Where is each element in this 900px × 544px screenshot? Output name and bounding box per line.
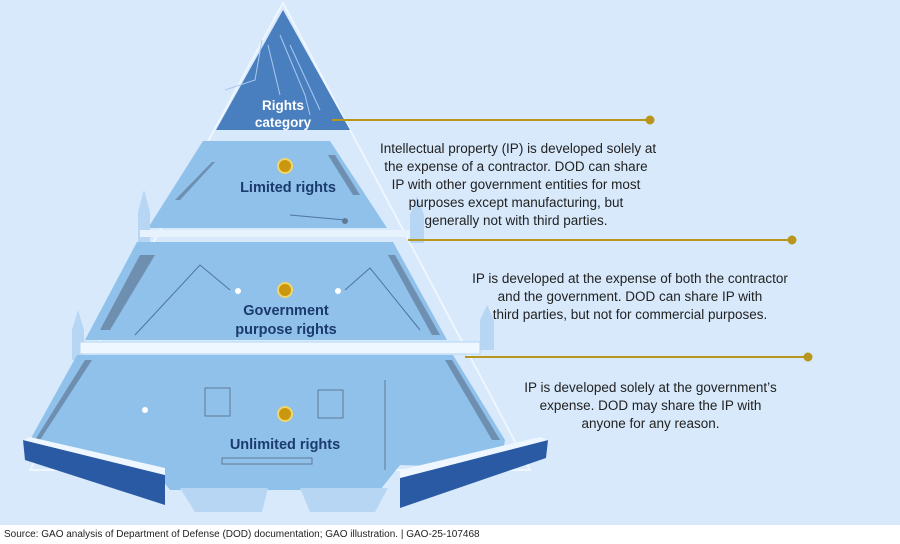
description-line: Intellectual property (IP) is developed … <box>380 141 657 156</box>
source-note: Source: GAO analysis of Department of De… <box>4 529 480 540</box>
tier-limited <box>148 141 387 228</box>
tier-unlimited <box>30 355 505 490</box>
diagram-canvas: Rights category Limited rights Governmen… <box>0 0 900 525</box>
description-line: expense. DOD may share the IP with <box>539 398 762 413</box>
tier-label-government: Government purpose rights <box>186 302 386 340</box>
gold-markers <box>277 158 293 422</box>
tier-label-unlimited: Unlimited rights <box>185 436 385 455</box>
description-line: the expense of a contractor. DOD can sha… <box>384 159 648 174</box>
description-unlimited: IP is developed solely at the government… <box>513 379 788 433</box>
tier-label-line: Unlimited rights <box>229 437 341 453</box>
description-line: purposes except manufacturing, but <box>408 195 624 210</box>
description-line: generally not with third parties. <box>424 213 608 228</box>
tier-label-line: Government <box>243 303 329 319</box>
description-line: anyone for any reason. <box>581 416 720 431</box>
apex-label-line: Rights <box>262 98 304 113</box>
tier-label-limited: Limited rights <box>188 179 388 198</box>
description-limited: Intellectual property (IP) is developed … <box>380 140 657 230</box>
description-government: IP is developed at the expense of both t… <box>455 270 805 324</box>
base-wing-left <box>23 440 165 505</box>
tier-marker-icon <box>277 406 293 422</box>
circuit-lines <box>224 34 321 116</box>
pyramid-graphic <box>23 0 813 512</box>
description-line: IP is developed at the expense of both t… <box>472 271 788 286</box>
tier-marker-icon <box>277 158 293 174</box>
tier-marker-icon <box>277 282 293 298</box>
apex-triangle <box>216 10 350 130</box>
description-line: IP is developed solely at the government… <box>524 380 777 395</box>
description-line: and the government. DOD can share IP wit… <box>497 289 763 304</box>
description-line: IP with other government entities for mo… <box>391 177 641 192</box>
tier-label-line: Limited rights <box>240 180 336 196</box>
tier-government-purpose <box>85 242 447 340</box>
base-wing-right <box>400 440 548 508</box>
description-line: third parties, but not for commercial pu… <box>492 307 768 322</box>
tier-label-line: purpose rights <box>235 322 337 338</box>
apex-label: Rights category <box>223 97 343 131</box>
apex-label-line: category <box>254 115 312 130</box>
